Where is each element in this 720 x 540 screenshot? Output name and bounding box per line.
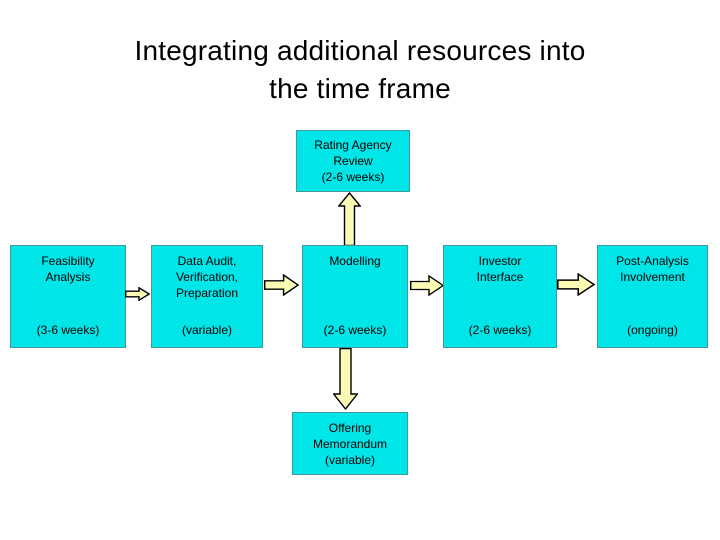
box-modelling: Modelling (2-6 weeks) bbox=[302, 245, 408, 348]
box-post-analysis-involvement: Post-Analysis Involvement (ongoing) bbox=[597, 245, 708, 348]
box-investor-interface-duration: (2-6 weeks) bbox=[468, 323, 532, 337]
arrow-right-icon-3 bbox=[410, 275, 444, 296]
arrow-down-icon bbox=[333, 348, 358, 410]
box-feasibility-analysis: Feasibility Analysis (3-6 weeks) bbox=[10, 245, 126, 348]
box-offering-memorandum-text: Offering Memorandum (variable) bbox=[312, 420, 388, 467]
slide-title-line-2: the time frame bbox=[269, 73, 451, 104]
box-post-analysis-duration: (ongoing) bbox=[627, 323, 678, 337]
box-rating-agency-review: Rating Agency Review (2-6 weeks) bbox=[296, 130, 410, 192]
box-feasibility-analysis-duration: (3-6 weeks) bbox=[36, 323, 100, 337]
arrow-right-icon-4 bbox=[557, 273, 595, 296]
box-data-audit-duration: (variable) bbox=[181, 323, 232, 337]
box-modelling-label: Modelling bbox=[329, 254, 381, 268]
box-offering-memorandum: Offering Memorandum (variable) bbox=[292, 412, 408, 475]
box-investor-interface-label: Investor Interface bbox=[476, 254, 524, 284]
box-modelling-duration: (2-6 weeks) bbox=[323, 323, 387, 337]
box-rating-agency-review-text: Rating Agency Review (2-6 weeks) bbox=[314, 138, 392, 184]
box-feasibility-analysis-label: Feasibility Analysis bbox=[41, 254, 95, 284]
box-post-analysis-label: Post-Analysis Involvement bbox=[616, 254, 689, 284]
arrow-right-icon-2 bbox=[264, 274, 299, 296]
box-investor-interface: Investor Interface (2-6 weeks) bbox=[443, 245, 557, 348]
box-data-audit-verification-preparation: Data Audit, Verification, Preparation (v… bbox=[151, 245, 263, 348]
slide-title-line-1: Integrating additional resources into bbox=[134, 35, 586, 66]
arrow-right-icon-1 bbox=[125, 287, 150, 301]
arrow-up-icon bbox=[338, 192, 361, 246]
box-data-audit-label: Data Audit, Verification, Preparation bbox=[175, 254, 239, 300]
slide-title: Integrating additional resources into th… bbox=[0, 32, 720, 108]
